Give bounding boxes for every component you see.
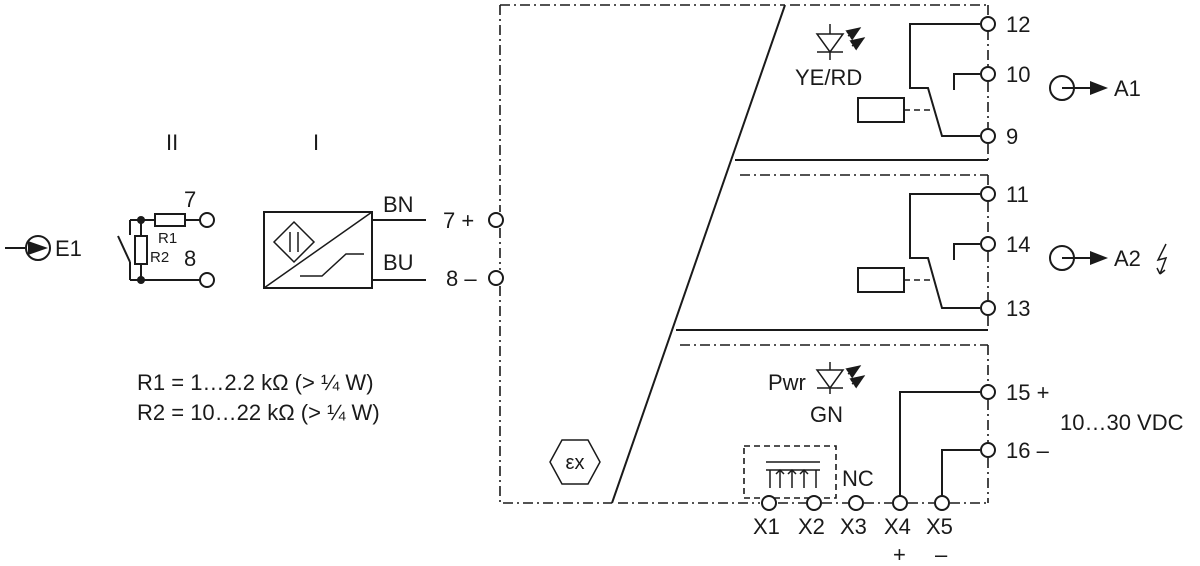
wire-bu-label: BU <box>383 250 414 275</box>
relay2-terminal-14-label: 14 <box>1006 232 1030 257</box>
output-a1-label: A1 <box>1114 76 1141 101</box>
relay1-terminal-12-label: 12 <box>1006 12 1030 37</box>
relay1-led-label: YE/RD <box>795 65 862 90</box>
terminal-x5-sign: – <box>935 542 948 566</box>
power-led-label-gn: GN <box>810 402 843 427</box>
wire-bn-label: BN <box>383 192 414 217</box>
terminal-8-icon <box>199 272 215 288</box>
output-a2-arrow-icon <box>1049 245 1108 271</box>
resistor-r1-icon <box>154 213 186 227</box>
input-signal-label: E1 <box>55 236 82 261</box>
led-yellow-red-icon <box>815 24 866 60</box>
terminal-8-label: 8 <box>184 246 196 271</box>
terminal-7-plus-icon <box>488 212 504 228</box>
terminal-x5-label: X5 <box>926 514 953 539</box>
relay2-terminal-13-icon <box>980 300 996 316</box>
power-terminal-15-icon <box>980 384 996 400</box>
resistor-note-r2: R2 = 10…22 kΩ (> ¼ W) <box>137 400 380 425</box>
terminal-8-minus-icon <box>488 270 504 286</box>
terminal-x2-icon <box>806 495 822 511</box>
terminal-x1-icon <box>761 495 777 511</box>
terminal-x4-icon <box>892 495 908 511</box>
relay2-terminal-13-label: 13 <box>1006 296 1030 321</box>
sensor-block-icon <box>263 211 373 289</box>
ex-symbol-icon: εx <box>549 439 601 485</box>
terminal-7-plus-label: 7 + <box>443 208 474 233</box>
terminal-7-label: 7 <box>184 187 196 212</box>
input-section: E1 II I 7 8 R1 R2 <box>5 130 504 425</box>
power-terminal-16-label: 16 – <box>1006 438 1050 463</box>
relay2-terminal-14-icon <box>980 236 996 252</box>
relay1-terminal-12-icon <box>980 16 996 32</box>
resistor-r2-icon <box>134 235 148 265</box>
dip-switch-icon <box>743 445 837 499</box>
relay1-terminal-9-label: 9 <box>1006 124 1018 149</box>
relay1-module: YE/RD 12 10 9 A1 <box>795 12 1141 149</box>
relay1-terminal-9-icon <box>980 128 996 144</box>
relay1-coil-icon <box>857 97 905 123</box>
relay2-terminal-11-label: 11 <box>1006 182 1029 207</box>
terminal-x4-label: X4 <box>884 514 911 539</box>
terminal-x3-label: X3 <box>840 514 867 539</box>
terminal-x3-icon <box>848 495 864 511</box>
terminal-x4-sign: + <box>893 542 906 566</box>
power-voltage-label: 10…30 VDC <box>1060 410 1184 435</box>
r1-label: R1 <box>158 230 177 247</box>
terminal-x5-icon <box>934 495 950 511</box>
nc-label: NC <box>842 466 874 491</box>
relay1-terminal-10-label: 10 <box>1006 62 1030 87</box>
power-led-label-pwr: Pwr <box>768 370 806 395</box>
level-ii-label: II <box>166 130 178 155</box>
output-a1-arrow-icon <box>1049 75 1108 101</box>
led-green-icon <box>815 362 866 394</box>
device-housing: εx <box>499 4 989 504</box>
level-i-label: I <box>313 130 319 155</box>
power-module: Pwr GN 15 + 16 – 10…30 VDC NC <box>743 362 1184 566</box>
r2-label: R2 <box>150 249 169 266</box>
relay2-terminal-11-icon <box>980 186 996 202</box>
fault-lightning-icon <box>1156 243 1168 275</box>
terminal-8-minus-label: 8 – <box>446 266 477 291</box>
terminal-7-icon <box>199 212 215 228</box>
relay2-module: 11 14 13 A2 <box>857 182 1168 321</box>
power-terminal-16-icon <box>980 442 996 458</box>
relay1-terminal-10-icon <box>980 66 996 82</box>
output-a2-label: A2 <box>1114 246 1141 271</box>
power-terminal-15-label: 15 + <box>1006 380 1049 405</box>
junction-dot <box>137 276 145 284</box>
terminal-x2-label: X2 <box>798 514 825 539</box>
terminal-x1-label: X1 <box>753 514 780 539</box>
resistor-note-r1: R1 = 1…2.2 kΩ (> ¼ W) <box>137 370 374 395</box>
contact-resistor-network <box>117 212 215 288</box>
relay2-coil-icon <box>857 267 905 293</box>
input-arrow-icon <box>5 235 51 261</box>
svg-text:εx: εx <box>566 452 585 474</box>
